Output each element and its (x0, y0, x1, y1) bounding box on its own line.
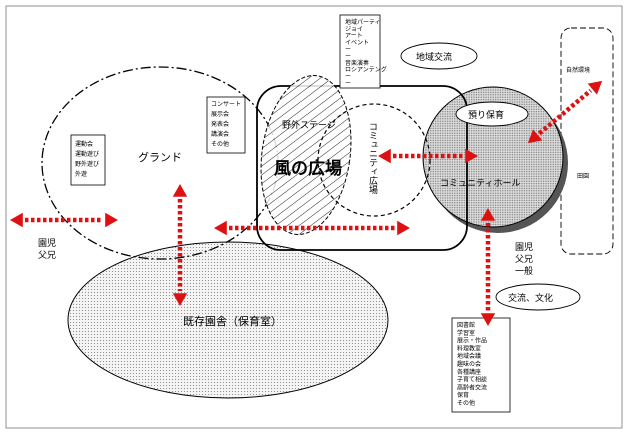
parents-left-label-2: 父兄 (38, 250, 56, 261)
exchange-culture-label: 交流、文化 (508, 292, 553, 304)
community-plaza-area (317, 103, 431, 217)
ground-label: グランド (138, 150, 182, 164)
outer-frame (5, 5, 623, 429)
culture-box-item: 子育て相談 (457, 376, 487, 384)
existing-building-label: 既存園舎（保育室） (183, 314, 282, 328)
community-plaza-label: コミュニティ広場 (367, 122, 378, 195)
plaza-hall-arrow-start-head (378, 148, 391, 164)
events-top-item: ー (345, 80, 351, 87)
events-top-item: アート (345, 33, 363, 40)
hall-nature-arrow-start-head (527, 129, 543, 144)
culture-box-item: 料理教室 (457, 344, 481, 352)
events-top-box (339, 14, 381, 89)
culture-box-item: 各種講座 (457, 368, 481, 376)
concert-box-item: 講演会 (211, 130, 229, 138)
events-top-item: イベント (345, 39, 369, 46)
hall-culture-arrow-end-head (480, 313, 496, 326)
temporary-care-label: 預り保育 (468, 109, 504, 121)
ground-building-arrow-start-head (172, 184, 188, 197)
building-hiroba-arrow-start-head (214, 220, 227, 236)
culture-box-item: その他 (457, 399, 475, 407)
concert-box (206, 96, 246, 154)
ground-activity-box (70, 134, 106, 186)
culture-box-item: 学習室 (457, 329, 475, 337)
events-top-item: 音楽演奏 (345, 59, 369, 67)
ground-box-item: 運動会 (75, 140, 93, 148)
hall-culture-arrow-start-head (480, 208, 496, 221)
regional-exchange-bubble (400, 42, 478, 70)
outdoor-stage-area (260, 75, 352, 235)
temporary-care-bubble (455, 101, 529, 127)
concert-box-item: 発表会 (211, 120, 229, 128)
ground-box-item: 野外遊び (75, 160, 99, 168)
community-hall-label: コミュニティホール (440, 178, 520, 189)
culture-box-item: 高齢者交流 (457, 383, 487, 391)
hall-nature-arrow-shaft (537, 88, 593, 136)
parents-left-label-1: 園児 (38, 238, 56, 249)
culture-box-item: 趣味の会 (457, 360, 481, 368)
parents-ground-arrow-start-head (10, 212, 23, 228)
fields-label: 田園 (577, 173, 589, 180)
events-top-item: ー (345, 53, 351, 60)
ground-box-item: 運動遊び (75, 150, 99, 158)
events-top-item: ロシアンテング (345, 66, 387, 74)
culture-box-item: 展示・作品 (457, 337, 487, 345)
culture-box-item: 地域会議 (457, 352, 481, 360)
culture-activity-box (451, 317, 511, 413)
parents-general-label-1: 園児 (515, 242, 533, 253)
culture-box-item: 図書館 (457, 321, 475, 329)
plaza-hall-arrow-end-head (465, 148, 478, 164)
concert-box-item: コンサート (211, 101, 241, 108)
parents-general-label-2: 父兄 (515, 254, 533, 265)
events-top-item: ー (345, 73, 351, 80)
hall-nature-arrow-end-head (587, 80, 603, 95)
arrows (10, 80, 603, 326)
ground-box-item: 外遊 (75, 170, 87, 178)
parents-ground-arrow-end-head (105, 212, 118, 228)
concert-box-item: 展示会 (211, 110, 229, 118)
events-top-item: ー (345, 46, 351, 53)
parents-general-label-3: 一般 (515, 265, 533, 277)
events-top-item: ジョイ (345, 26, 363, 33)
list-texts: 地域パーティジョイアートイベントーー音楽演奏ロシアンテングーーコンサート展示会発… (75, 18, 487, 407)
events-top-item: 地域パーティ (345, 18, 381, 26)
concert-box-item: その他 (211, 140, 229, 148)
culture-box-item: 保育 (457, 391, 469, 399)
ground-building-arrow-end-head (172, 293, 188, 306)
kaze-no-hiroba-label: 風の広場 (274, 158, 342, 179)
nature-environment-label: 自然環境 (566, 66, 590, 74)
nature-environment-area (560, 27, 614, 255)
building-hiroba-arrow-end-head (397, 220, 410, 236)
regional-exchange-label: 地域交流 (416, 51, 452, 63)
exchange-culture-bubble (495, 283, 581, 311)
outdoor-stage-label: 野外ステージ (282, 119, 336, 131)
